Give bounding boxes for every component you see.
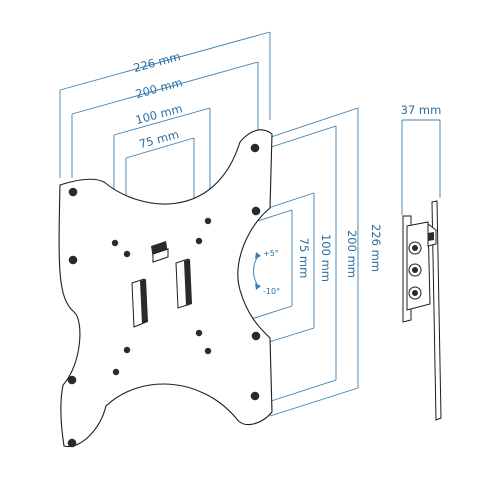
hole-icon xyxy=(68,255,78,265)
hole-icon xyxy=(250,143,260,153)
arrow-up-icon xyxy=(255,252,261,259)
right-hook xyxy=(175,258,192,309)
width-75-label: 75 mm xyxy=(137,127,180,151)
tilt-up-label: +5° xyxy=(263,249,279,258)
tilt-down-label: -10° xyxy=(263,287,280,296)
height-226-label: 226 mm xyxy=(369,224,383,272)
height-100-dimension: 100 mm xyxy=(255,192,333,347)
hole-icon xyxy=(195,329,203,337)
height-200-dimension: 200 mm xyxy=(261,125,359,405)
hole-icon xyxy=(68,187,78,197)
height-200-label: 200 mm xyxy=(345,230,359,278)
hole-icon xyxy=(251,331,261,341)
hole-icon xyxy=(251,206,261,216)
depth-dimension: 37 mm xyxy=(401,103,442,215)
hole-icon xyxy=(123,250,131,258)
mounting-holes xyxy=(67,143,261,448)
arrow-down-icon xyxy=(255,283,261,290)
side-plate xyxy=(431,200,442,421)
hole-icon xyxy=(250,391,260,401)
hole-icon xyxy=(111,239,119,247)
width-226-label: 226 mm xyxy=(132,49,182,75)
tilt-indicator: +5° -10° xyxy=(253,249,280,296)
hole-icon xyxy=(67,375,77,385)
height-100-label: 100 mm xyxy=(319,234,333,282)
hole-icon xyxy=(204,347,212,355)
hole-icon xyxy=(67,438,77,448)
depth-label: 37 mm xyxy=(401,103,442,117)
height-226-dimension: 226 mm xyxy=(261,107,383,417)
hole-icon xyxy=(112,368,120,376)
height-75-label: 75 mm xyxy=(297,238,311,279)
locking-clip xyxy=(151,241,169,263)
hole-icon xyxy=(204,217,212,225)
mounting-plate xyxy=(58,129,273,448)
hole-icon xyxy=(123,346,131,354)
left-hook xyxy=(131,278,148,328)
width-200-label: 200 mm xyxy=(134,75,184,101)
hole-icon xyxy=(195,237,203,245)
width-100-label: 100 mm xyxy=(134,101,184,127)
side-view xyxy=(402,200,442,421)
